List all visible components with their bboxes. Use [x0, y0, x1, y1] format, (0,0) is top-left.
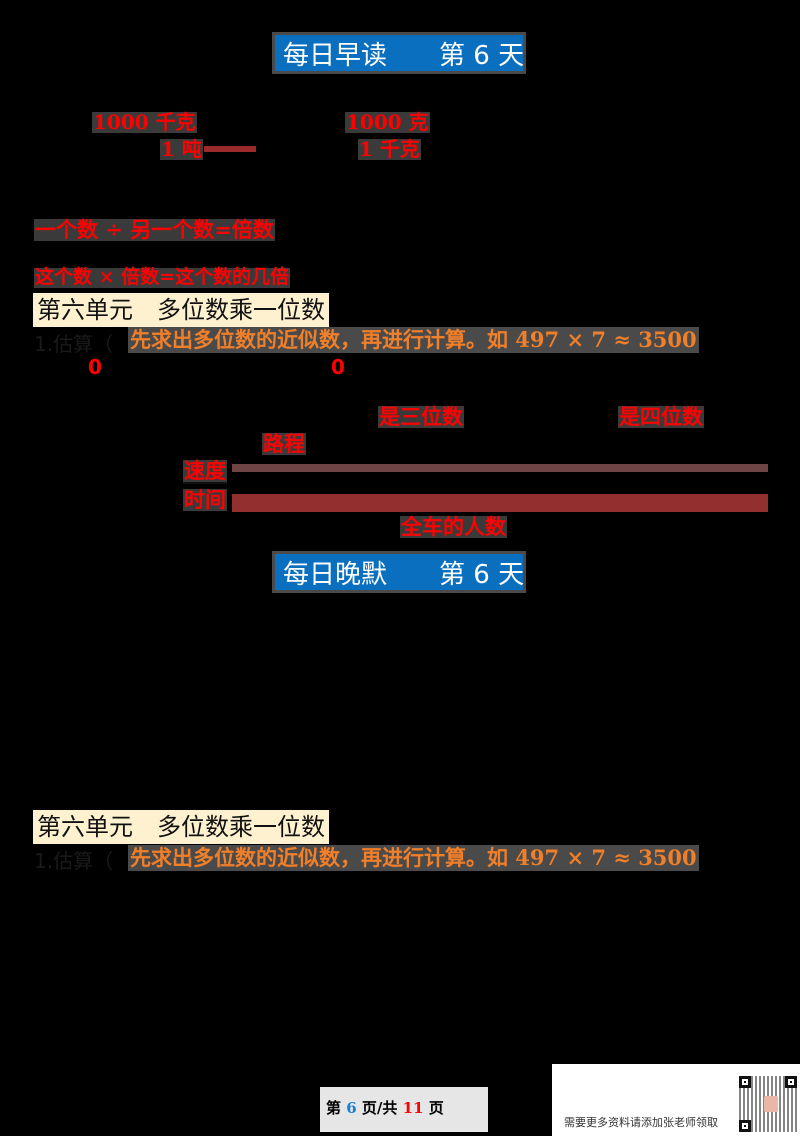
speed-bar [232, 464, 768, 472]
promo-box: 需要更多资料请添加张老师领取 [552, 1064, 800, 1136]
qr-finder-bottom-left [739, 1120, 751, 1132]
conversion-right-bottom: 1 千克 [358, 137, 421, 161]
multiple-formula: 一个数 ÷ 另一个数=倍数 [34, 217, 275, 242]
morning-banner-day: 第 6 天 [439, 41, 525, 71]
current-page: 6 [346, 1099, 357, 1117]
page-prefix: 第 [326, 1099, 342, 1117]
estimate-note-morning: 先求出多位数的近似数，再进行计算。如 497 × 7 ≈ 3500 [128, 327, 699, 353]
estimate-prefix-evening: 1.估算（ [34, 849, 114, 873]
conversion-right-top: 1000 克 [345, 110, 430, 134]
estimate-prefix-morning: 1.估算（ [34, 332, 114, 356]
qr-finder-top-right [785, 1076, 797, 1088]
conversion-left-top: 1000 千克 [92, 110, 197, 134]
speed-label: 速度 [183, 458, 227, 485]
page-middle: 页/共 [361, 1099, 398, 1117]
page-indicator: 第 6 页/共 11 页 [320, 1087, 488, 1132]
total-pages: 11 [402, 1099, 424, 1117]
morning-banner-title: 每日早读 [283, 41, 388, 71]
estimate-note-evening: 先求出多位数的近似数，再进行计算。如 497 × 7 ≈ 3500 [128, 845, 699, 871]
conversion-left-bottom: 1 吨 [160, 137, 203, 161]
unit-header-evening: 第六单元多位数乘一位数 [33, 810, 329, 844]
four-digit-label: 是四位数 [618, 404, 704, 429]
three-digit-label: 是三位数 [378, 404, 464, 429]
zero-left: 0 [88, 355, 102, 379]
unit-header-unit: 第六单元 [37, 813, 133, 841]
distance-label: 路程 [262, 431, 306, 456]
time-label: 时间 [183, 487, 227, 512]
promo-text: 需要更多资料请添加张老师领取 [564, 1116, 718, 1129]
unit-header-morning: 第六单元多位数乘一位数 [33, 293, 329, 327]
page-suffix: 页 [428, 1099, 444, 1117]
conversion-connector-line [204, 146, 256, 152]
unit-header-topic: 多位数乘一位数 [157, 296, 325, 324]
unit-header-topic: 多位数乘一位数 [157, 813, 325, 841]
zero-right: 0 [331, 355, 345, 379]
evening-banner-title: 每日晚默 [283, 560, 388, 590]
evening-banner-day: 第 6 天 [439, 560, 525, 590]
avatar-icon [764, 1096, 778, 1112]
evening-dictation-banner: 每日晚默 第 6 天 [272, 551, 526, 593]
unit-header-unit: 第六单元 [37, 296, 133, 324]
product-formula: 这个数 × 倍数=这个数的几倍 [34, 266, 291, 288]
morning-reading-banner: 每日早读 第 6 天 [272, 32, 526, 74]
total-people-label: 全车的人数 [400, 514, 507, 539]
time-bar [232, 494, 768, 512]
qr-finder-top-left [739, 1076, 751, 1088]
